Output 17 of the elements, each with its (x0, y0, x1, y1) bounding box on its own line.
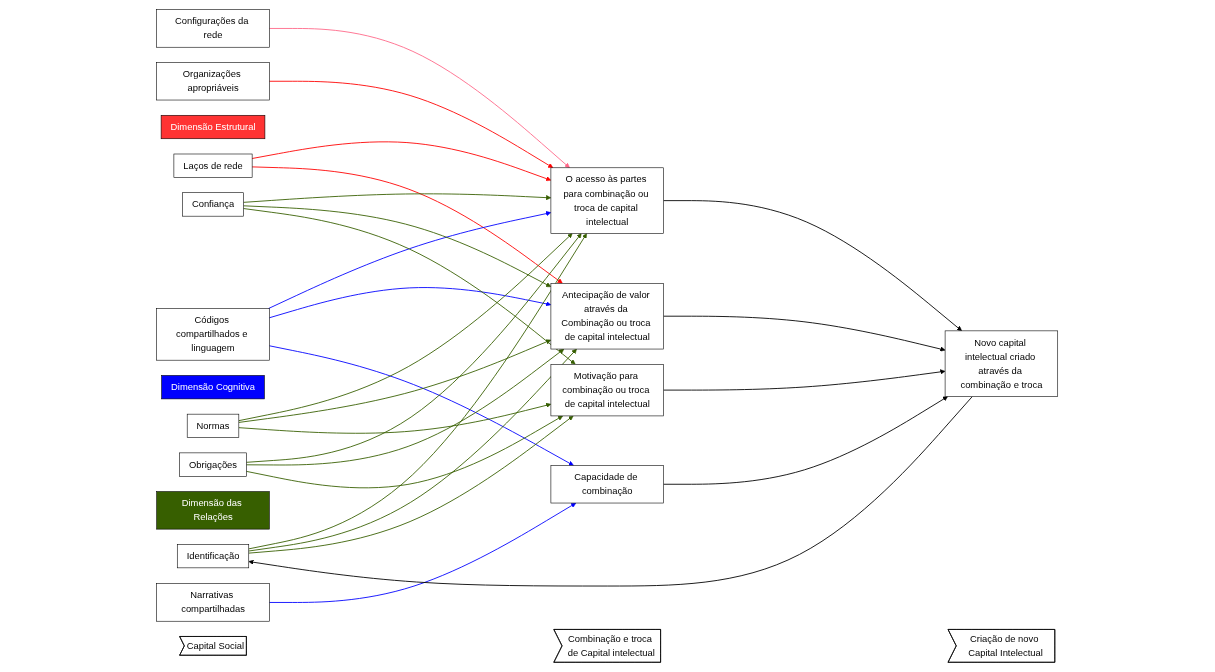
node-box: Configurações da rede (156, 9, 270, 48)
node-box: Novo capital intelectual criado através da combinação e troca (945, 330, 1059, 397)
node-box: Dimensão das Relações (156, 491, 270, 530)
node-box: Organizações apropriáveis (156, 62, 270, 101)
node-box: Capacidade de combinação (550, 465, 665, 504)
node-box: Dimensão Cognitiva (161, 375, 265, 400)
node-box: Confiança (182, 192, 245, 217)
node-box: Narrativas compartilhadas (156, 583, 270, 622)
node-box: Normas (187, 413, 240, 438)
node-box: Códigos compartilhados e linguagem (156, 308, 270, 361)
node-box: Identificação (177, 544, 250, 569)
node-box: Antecipação de valor através da Combinação ou troca de capital intelectual (550, 283, 665, 350)
node-box: Dimensão Estrutural (161, 115, 266, 140)
node-box: Obrigações (179, 452, 247, 477)
node-box: Motivação para combinação ou troca de capital intelectual (550, 364, 665, 417)
node-box: Laços de rede (173, 153, 253, 178)
node-box: O acesso às partes para combinação ou troca de capital intelectual (550, 167, 665, 234)
